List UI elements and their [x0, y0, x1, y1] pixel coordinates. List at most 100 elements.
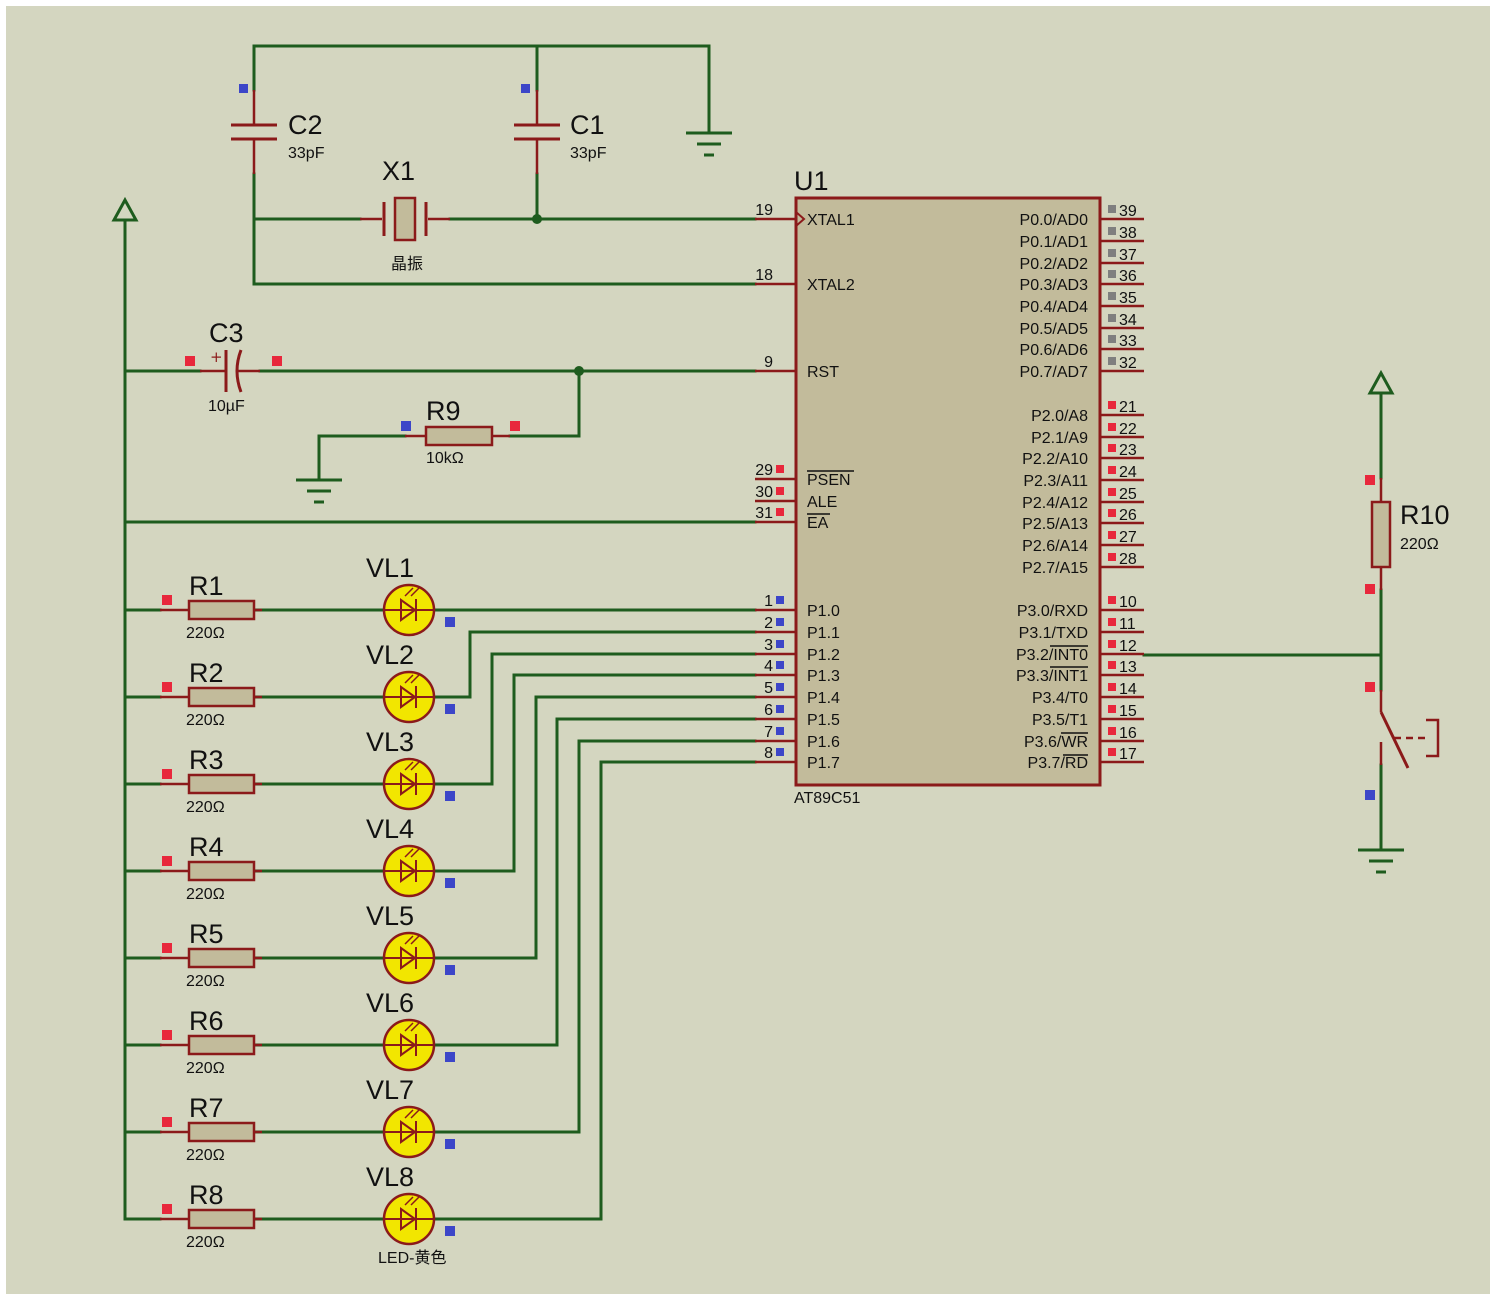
pin-marker	[510, 421, 520, 431]
pin-marker	[1365, 584, 1375, 594]
pin-marker	[1108, 640, 1116, 648]
resistor-body	[187, 773, 256, 795]
mcu-pin-name: P2.4/A12	[1022, 495, 1088, 512]
pin-marker	[445, 617, 455, 627]
diode-triangle	[400, 1033, 417, 1057]
c3-ref: C3	[209, 318, 244, 348]
diode-triangle	[400, 685, 417, 709]
mcu-pin-name: XTAL1	[807, 212, 855, 229]
pin-marker	[776, 487, 784, 495]
pin-marker	[1365, 790, 1375, 800]
resistor-body	[187, 599, 256, 621]
wire-row8-right	[433, 760, 757, 1221]
mcu-pin-number: 26	[1119, 507, 1137, 524]
mcu-pin-name: P0.3/AD3	[1020, 277, 1089, 294]
mcu-pin-number: 23	[1119, 442, 1137, 459]
pin-marker	[1108, 661, 1116, 669]
vcc-terminal-right	[1367, 369, 1395, 395]
mcu-ref: U1	[794, 166, 829, 196]
mcu-pin-number: 35	[1119, 290, 1137, 307]
led-ref: VL6	[366, 988, 414, 1018]
led-rows: R1220ΩVL1R2220ΩVL2R3220ΩVL3R4220ΩVL4R522…	[160, 553, 455, 1251]
mcu-pin-name: P2.6/A14	[1022, 538, 1088, 555]
pin-marker	[1108, 205, 1116, 213]
x1-value: 晶振	[391, 255, 423, 273]
mcu-pin-name: P0.1/AD1	[1020, 234, 1089, 251]
resistor-value: 220Ω	[186, 1234, 225, 1251]
resistor-value: 220Ω	[186, 886, 225, 903]
pin-marker	[162, 682, 172, 692]
pin-marker	[162, 856, 172, 866]
mcu-pin-name: P3.7/RD	[1028, 755, 1088, 772]
mcu-pin-number: 37	[1119, 247, 1137, 264]
wire-row2-right	[433, 630, 757, 699]
diode-triangle	[400, 1120, 417, 1144]
pin-marker	[1108, 509, 1116, 517]
mcu-pin-name: EA	[807, 515, 829, 532]
resistor-value: 220Ω	[186, 973, 225, 990]
mcu-pin-number: 11	[1119, 616, 1136, 633]
pin-marker	[1108, 270, 1116, 278]
led-ref: VL7	[366, 1075, 414, 1105]
resistor-body	[187, 1034, 256, 1056]
pin-marker	[776, 640, 784, 648]
pin-marker	[776, 508, 784, 516]
mcu-pin-number: 9	[764, 354, 773, 371]
pin-marker	[162, 1030, 172, 1040]
pin-marker	[1108, 488, 1116, 496]
mcu-pin-name: P1.2	[807, 647, 840, 664]
mcu-pin-number: 39	[1119, 203, 1137, 220]
resistor-value: 220Ω	[186, 799, 225, 816]
mcu-pin-number: 17	[1119, 746, 1137, 763]
resistor-r9: R9 10kΩ	[401, 396, 520, 467]
wire-r9-left	[317, 434, 407, 480]
pin-marker	[445, 1052, 455, 1062]
mcu-u1: U1 AT89C51 19XTAL118XTAL29RST29PSEN30ALE…	[755, 166, 1144, 807]
ground-symbol-reset	[296, 478, 342, 504]
mcu-pin-number: 29	[755, 462, 773, 479]
pin-marker	[1365, 682, 1375, 692]
pin-marker	[401, 421, 411, 431]
mcu-left-pins: 19XTAL118XTAL29RST29PSEN30ALE31EA1P1.02P…	[755, 202, 855, 772]
x1-ref: X1	[382, 156, 415, 186]
crystal-x1: X1 晶振	[360, 156, 450, 273]
mcu-pin-number: 34	[1119, 312, 1137, 329]
mcu-body	[794, 196, 1102, 787]
mcu-pin-number: 38	[1119, 225, 1137, 242]
pin-marker	[776, 705, 784, 713]
resistor-ref: R6	[189, 1006, 224, 1036]
capacitor-c3: + C3 10µF	[185, 318, 282, 415]
resistor-value: 220Ω	[186, 712, 225, 729]
pin-marker	[445, 1226, 455, 1236]
pin-marker	[1108, 618, 1116, 626]
mcu-pin-number: 27	[1119, 529, 1137, 546]
pin-marker	[239, 84, 248, 93]
pin-marker	[776, 596, 784, 604]
pin-marker	[776, 618, 784, 626]
mcu-pin-number: 2	[764, 615, 773, 632]
mcu-pin-number: 15	[1119, 703, 1137, 720]
diode-triangle	[400, 772, 417, 796]
mcu-pin-name: P0.7/AD7	[1020, 364, 1089, 381]
ground-symbol-button	[1358, 848, 1404, 874]
mcu-pin-number: 7	[764, 724, 773, 741]
resistor-body	[187, 860, 256, 882]
pin-marker	[272, 356, 282, 366]
pin-marker	[1108, 249, 1116, 257]
resistor-body	[187, 1121, 256, 1143]
mcu-pin-name: P2.7/A15	[1022, 560, 1088, 577]
r9-value: 10kΩ	[426, 450, 464, 467]
mcu-pin-name: P3.0/RXD	[1017, 603, 1088, 620]
pin-marker	[445, 704, 455, 714]
mcu-pin-number: 6	[764, 702, 773, 719]
pin-marker	[185, 356, 195, 366]
pin-marker	[1365, 475, 1375, 485]
pin-marker	[776, 683, 784, 691]
resistor-body	[187, 1208, 256, 1230]
mcu-pin-number: 33	[1119, 333, 1137, 350]
led-part-label: LED-黄色	[378, 1249, 446, 1267]
wire-row3-right	[433, 652, 757, 786]
wire-row7-right	[433, 739, 757, 1134]
